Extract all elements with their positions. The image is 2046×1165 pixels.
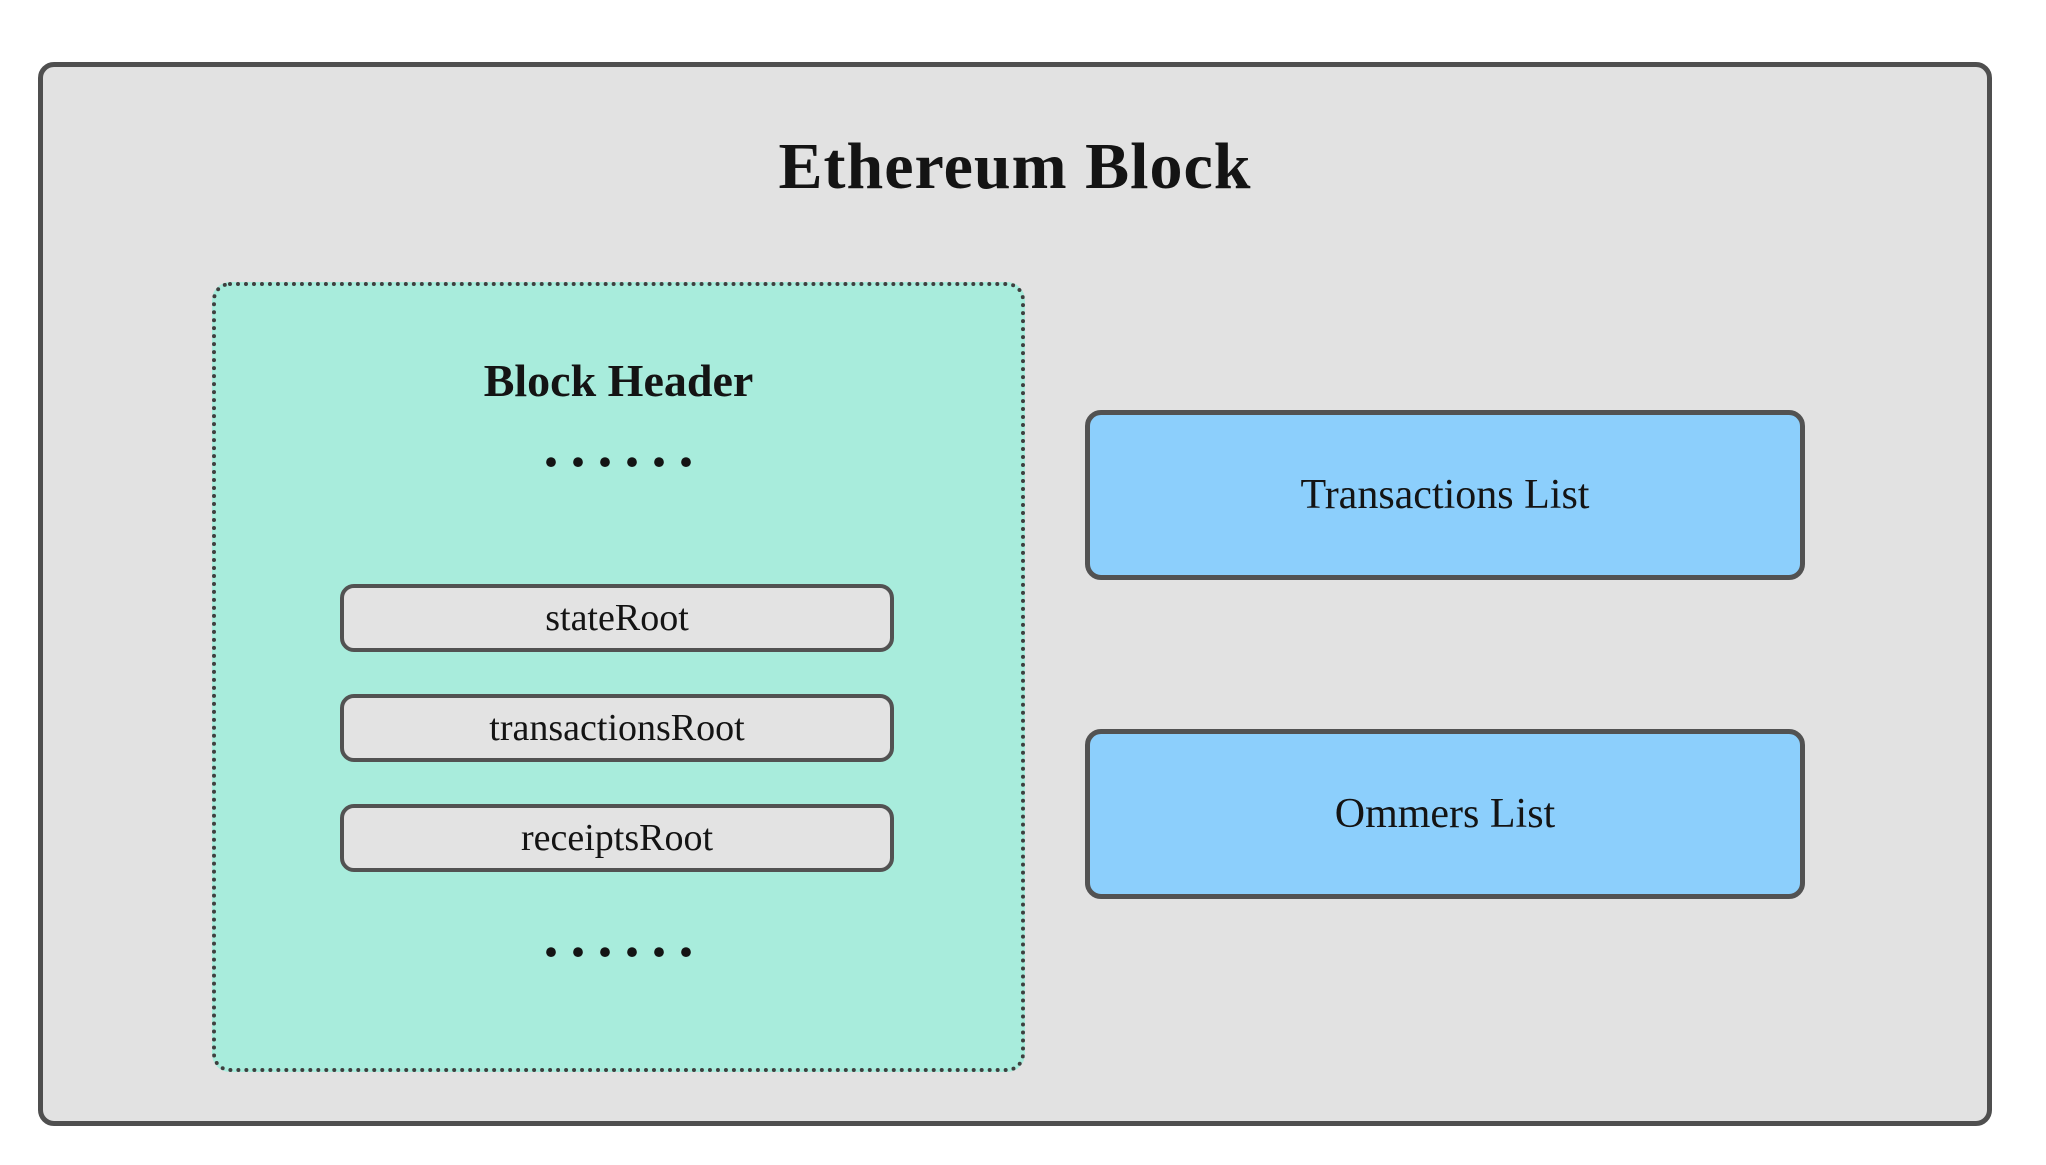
field-stateroot-label: stateRoot bbox=[545, 597, 689, 639]
ellipsis-top: ...... bbox=[543, 413, 706, 479]
ommers-list-label: Ommers List bbox=[1334, 791, 1556, 837]
field-receiptsroot-label: receiptsRoot bbox=[520, 817, 714, 859]
field-receiptsroot: receiptsRoot bbox=[340, 804, 894, 872]
field-transactionsroot: transactionsRoot bbox=[340, 694, 894, 762]
ommers-list-box: Ommers List bbox=[1085, 729, 1805, 899]
diagram-title: Ethereum Block bbox=[778, 130, 1252, 203]
transactions-list-box: Transactions List bbox=[1085, 410, 1805, 580]
block-header-title: Block Header bbox=[483, 355, 754, 406]
block-header-box: Block Header ...... stateRoot transactio… bbox=[212, 282, 1025, 1072]
ellipsis-bottom: ...... bbox=[543, 903, 706, 969]
ethereum-block-box: Ethereum Block Block Header ...... state… bbox=[38, 62, 1992, 1126]
field-stateroot: stateRoot bbox=[340, 584, 894, 652]
transactions-list-label: Transactions List bbox=[1300, 472, 1590, 518]
field-transactionsroot-label: transactionsRoot bbox=[489, 707, 745, 749]
